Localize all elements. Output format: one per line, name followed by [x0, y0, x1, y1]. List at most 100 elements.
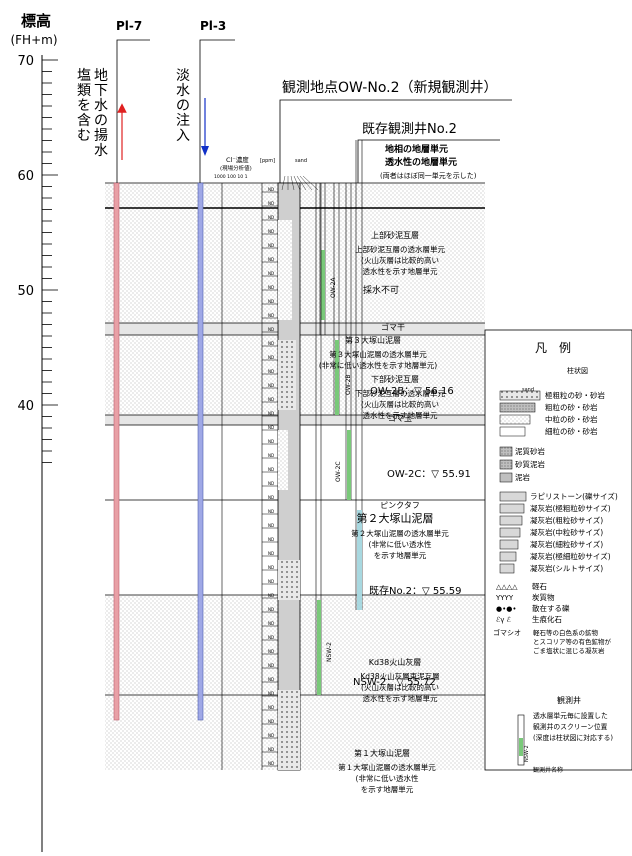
layer-desc: 第３大塚山泥層の透水層単元 — [329, 349, 427, 359]
log-tick-text: ND — [268, 537, 274, 542]
legend-swatch — [499, 446, 513, 457]
log-tick-text: ND — [268, 229, 274, 234]
layer-desc: 透水性を示す地層単元 — [363, 410, 438, 420]
legend-swatch — [499, 515, 523, 526]
legend-sub-log: 柱状図 — [567, 366, 588, 375]
pl3-arrow-head — [201, 146, 209, 156]
layer-name: 下部砂泥互層 — [371, 374, 419, 384]
layer-desc: を示す地層単元 — [361, 784, 414, 794]
legend-symbol: YYYY — [495, 594, 514, 602]
legend-swatch — [499, 563, 515, 574]
axis-tick-label: 40 — [17, 399, 34, 414]
well-note-char: 含 — [77, 113, 91, 129]
log-tick-text: ND — [268, 383, 274, 388]
legend-well-name: NSW-2 — [524, 745, 530, 762]
sand-header: sand — [295, 158, 307, 164]
legend-item-text: ごま塩状に混じる凝灰岩 — [533, 646, 605, 655]
unit-title-2: 透水性の地層単元 — [385, 156, 457, 168]
well-note-char: 入 — [176, 128, 190, 144]
layer-desc: (火山灰層は比較的高い — [361, 399, 439, 409]
layer-desc: 上部砂泥互層の透水層単元 — [355, 244, 445, 254]
unit-annotations: 地相の地層単元 透水性の地層単元 (両者はほぼ同一単元を示した) 採水不可 — [363, 143, 477, 296]
well-note-char: 類 — [77, 83, 91, 99]
ow2-title-group: 観測地点OW-No.2（新規観測井） — [279, 79, 512, 183]
screen-existing — [357, 510, 362, 610]
log-tick-text: ND — [268, 285, 274, 290]
legend-swatch — [499, 491, 527, 502]
log-tick-text: ND — [268, 313, 274, 318]
axis-tick-label: 70 — [17, 54, 34, 69]
well-note-char: 水 — [176, 83, 190, 99]
pl3-label: Pl-3 — [200, 19, 226, 33]
legend-item-text: 細粒の砂・砂岩 — [545, 426, 598, 436]
log-tick-text: ND — [268, 215, 274, 220]
screen-ow2c — [347, 430, 351, 500]
log-tick-text: ND — [268, 243, 274, 248]
label-ow2c: OW-2C — [335, 461, 342, 482]
legend-swatch — [499, 503, 525, 514]
legend-swatch — [499, 426, 526, 437]
legend-well-desc: 観測井のスクリーン位置 — [533, 722, 608, 731]
legend-symbol: ℰγ ℰ — [496, 616, 511, 624]
layer-desc: 第２大塚山泥層の透水層単元 — [351, 528, 449, 538]
axis-tick-label: 50 — [17, 284, 34, 299]
legend-item-text: 粗粒の砂・砂岩 — [545, 402, 598, 412]
well-note-char: 塩 — [77, 68, 91, 84]
legend-item-text: 泥岩 — [515, 472, 530, 482]
log-tick-text: ND — [268, 635, 274, 640]
water-level: OW-2B：▽ 56.16 — [370, 386, 454, 397]
legend-item-text: とスコリア等の有色鉱物が — [533, 637, 612, 646]
no-sample: 採水不可 — [363, 284, 399, 296]
layer-desc: (非常に低い透水性 — [369, 539, 432, 549]
layer-desc: (火山灰層は比較的高い — [361, 682, 439, 692]
layer-desc: (非常に低い透水性 — [356, 773, 419, 783]
legend-item-text: 凝灰岩(シルトサイズ) — [530, 563, 603, 573]
layer-name: ゴマ玉 — [388, 413, 412, 423]
log-tick-text: ND — [268, 607, 274, 612]
log-tick-text: ND — [268, 201, 274, 206]
log-tick-text: ND — [268, 579, 274, 584]
unit-title-3: (両者はほぼ同一単元を示した) — [380, 171, 477, 180]
main-title: 観測地点OW-No.2（新規観測井） — [282, 79, 498, 96]
legend-swatch — [499, 414, 531, 425]
layer-name: ゴマ干 — [381, 322, 405, 332]
log-tick-text: ND — [268, 425, 274, 430]
legend-sand-header: sand — [522, 387, 534, 393]
log-tick-text: ND — [268, 439, 274, 444]
log-tick-text: ND — [268, 341, 274, 346]
existing-title-group: 既存観測井No.2 — [357, 122, 500, 183]
log-tick-text: ND — [268, 523, 274, 528]
log-tick-text: ND — [268, 509, 274, 514]
log-tick-text: ND — [268, 467, 274, 472]
well-note-char: 水 — [94, 98, 108, 114]
log-tick-text: ND — [268, 593, 274, 598]
legend-item-text: 凝灰岩(極粗粒砂サイズ) — [530, 503, 611, 513]
log-tick-text: ND — [268, 271, 274, 276]
layer-desc: 透水性を示す地層単元 — [363, 693, 438, 703]
log-tick-text: ND — [268, 565, 274, 570]
label-ow2b: OW-2B — [345, 374, 352, 395]
legend-item-text: 軽石等の白色系の鉱物 — [533, 628, 599, 637]
gravel-fan — [281, 175, 319, 191]
log-tick-text: ND — [268, 761, 274, 766]
layer-name: 第１大塚山泥層 — [354, 748, 410, 758]
legend-symbol: ゴマシオ — [493, 628, 521, 637]
log-tick-text: ND — [268, 453, 274, 458]
cl-unit: [ppm] — [260, 158, 275, 164]
label-ow2a: OW-2A — [330, 277, 337, 298]
legend-symbol: △△△△ — [496, 583, 518, 591]
label-nsw2: NSW-2 — [326, 642, 333, 662]
well-note-char: の — [94, 113, 108, 129]
layer-desc: 下部砂泥互層の透水層単元 — [355, 388, 445, 398]
log-tick-text: ND — [268, 733, 274, 738]
axis-title: 標高 — [21, 12, 51, 30]
layer-labels: 上部砂泥互層上部砂泥互層の透水層単元(火山灰層は比較的高い透水性を示す地層単元ゴ… — [319, 230, 449, 794]
pl3-casing — [197, 182, 204, 721]
legend-item-text: 泥質砂岩 — [515, 446, 545, 456]
legend-well-title: 観測井 — [557, 695, 581, 705]
existing-title: 既存観測井No.2 — [362, 122, 457, 137]
log-tick-text: ND — [268, 705, 274, 710]
